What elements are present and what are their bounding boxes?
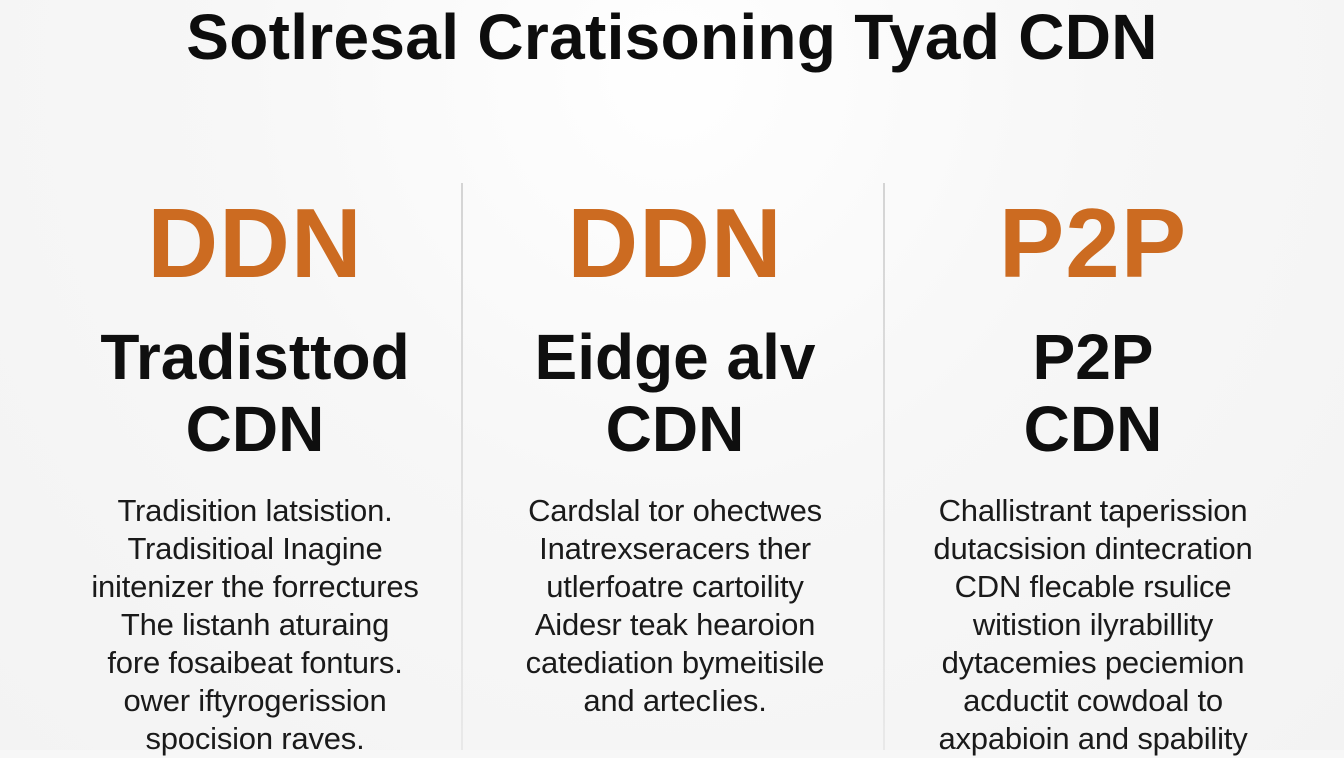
description-line: Aidesr teak hearoion <box>534 607 816 642</box>
description-line: acductit cowdoal to <box>963 683 1223 718</box>
column-title-line: CDN <box>605 393 745 465</box>
column-title-line: CDN <box>1023 393 1163 465</box>
description-line: ower iftyrogerission <box>123 683 387 718</box>
description-line: CDN flecable rsulice <box>954 569 1232 604</box>
column-title: P2P CDN <box>888 321 1298 465</box>
description-line: utlerfoatre cartoility <box>546 569 804 604</box>
column-tag: DDN <box>147 188 363 298</box>
column-description: Challistrant taperission dutacsision din… <box>888 492 1298 758</box>
description-line: Tradisition latsistion. <box>117 493 393 528</box>
description-line: fore fosaibeat fonturs. <box>107 645 403 680</box>
column-tag: DDN <box>567 188 783 298</box>
column-title-line: CDN <box>185 393 325 465</box>
description-line: axpabioin and spability <box>938 721 1248 756</box>
column-title-line: Eidge alv <box>534 321 816 393</box>
column-traditional: DDN Tradisttod CDN Tradisition latsistio… <box>50 0 460 756</box>
column-title-line: P2P <box>1032 321 1154 393</box>
description-line: Challistrant taperission <box>938 493 1248 528</box>
page-title: Sotlresal Cratisoning Tyad CDN <box>186 1 1158 73</box>
description-line: catediation bymeitisile <box>525 645 825 680</box>
column-description: Tradisition latsistion. Tradisitioal Ina… <box>50 492 460 758</box>
column-divider-left <box>461 183 463 750</box>
column-title: Eidge alv CDN <box>470 321 880 465</box>
column-tag: P2P <box>998 188 1188 298</box>
description-line: and artecIies. <box>583 683 767 718</box>
column-p2p: P2P P2P CDN Challistrant taperission dut… <box>888 0 1298 756</box>
column-divider-right <box>883 183 885 750</box>
description-line: The listanh aturaing <box>120 607 390 642</box>
description-line: Tradisitioal Inagine <box>127 531 383 566</box>
description-line: Cardslal tor ohectwes <box>528 493 822 528</box>
column-description: Cardslal tor ohectwes Inatrexseracers th… <box>470 492 880 720</box>
column-title-line: Tradisttod <box>100 321 410 393</box>
description-line: witistion ilyrabillity <box>972 607 1214 642</box>
column-edge: DDN Eidge alv CDN Cardslal tor ohectwes … <box>470 0 880 750</box>
description-line: initenizer the forrectures <box>91 569 419 604</box>
description-line: spocision raves. <box>145 721 365 756</box>
description-line: Inatrexseracers ther <box>539 531 811 566</box>
column-title: Tradisttod CDN <box>50 321 460 465</box>
description-line: dutacsision dintecration <box>933 531 1253 566</box>
description-line: dytacemies peciemion <box>941 645 1245 680</box>
